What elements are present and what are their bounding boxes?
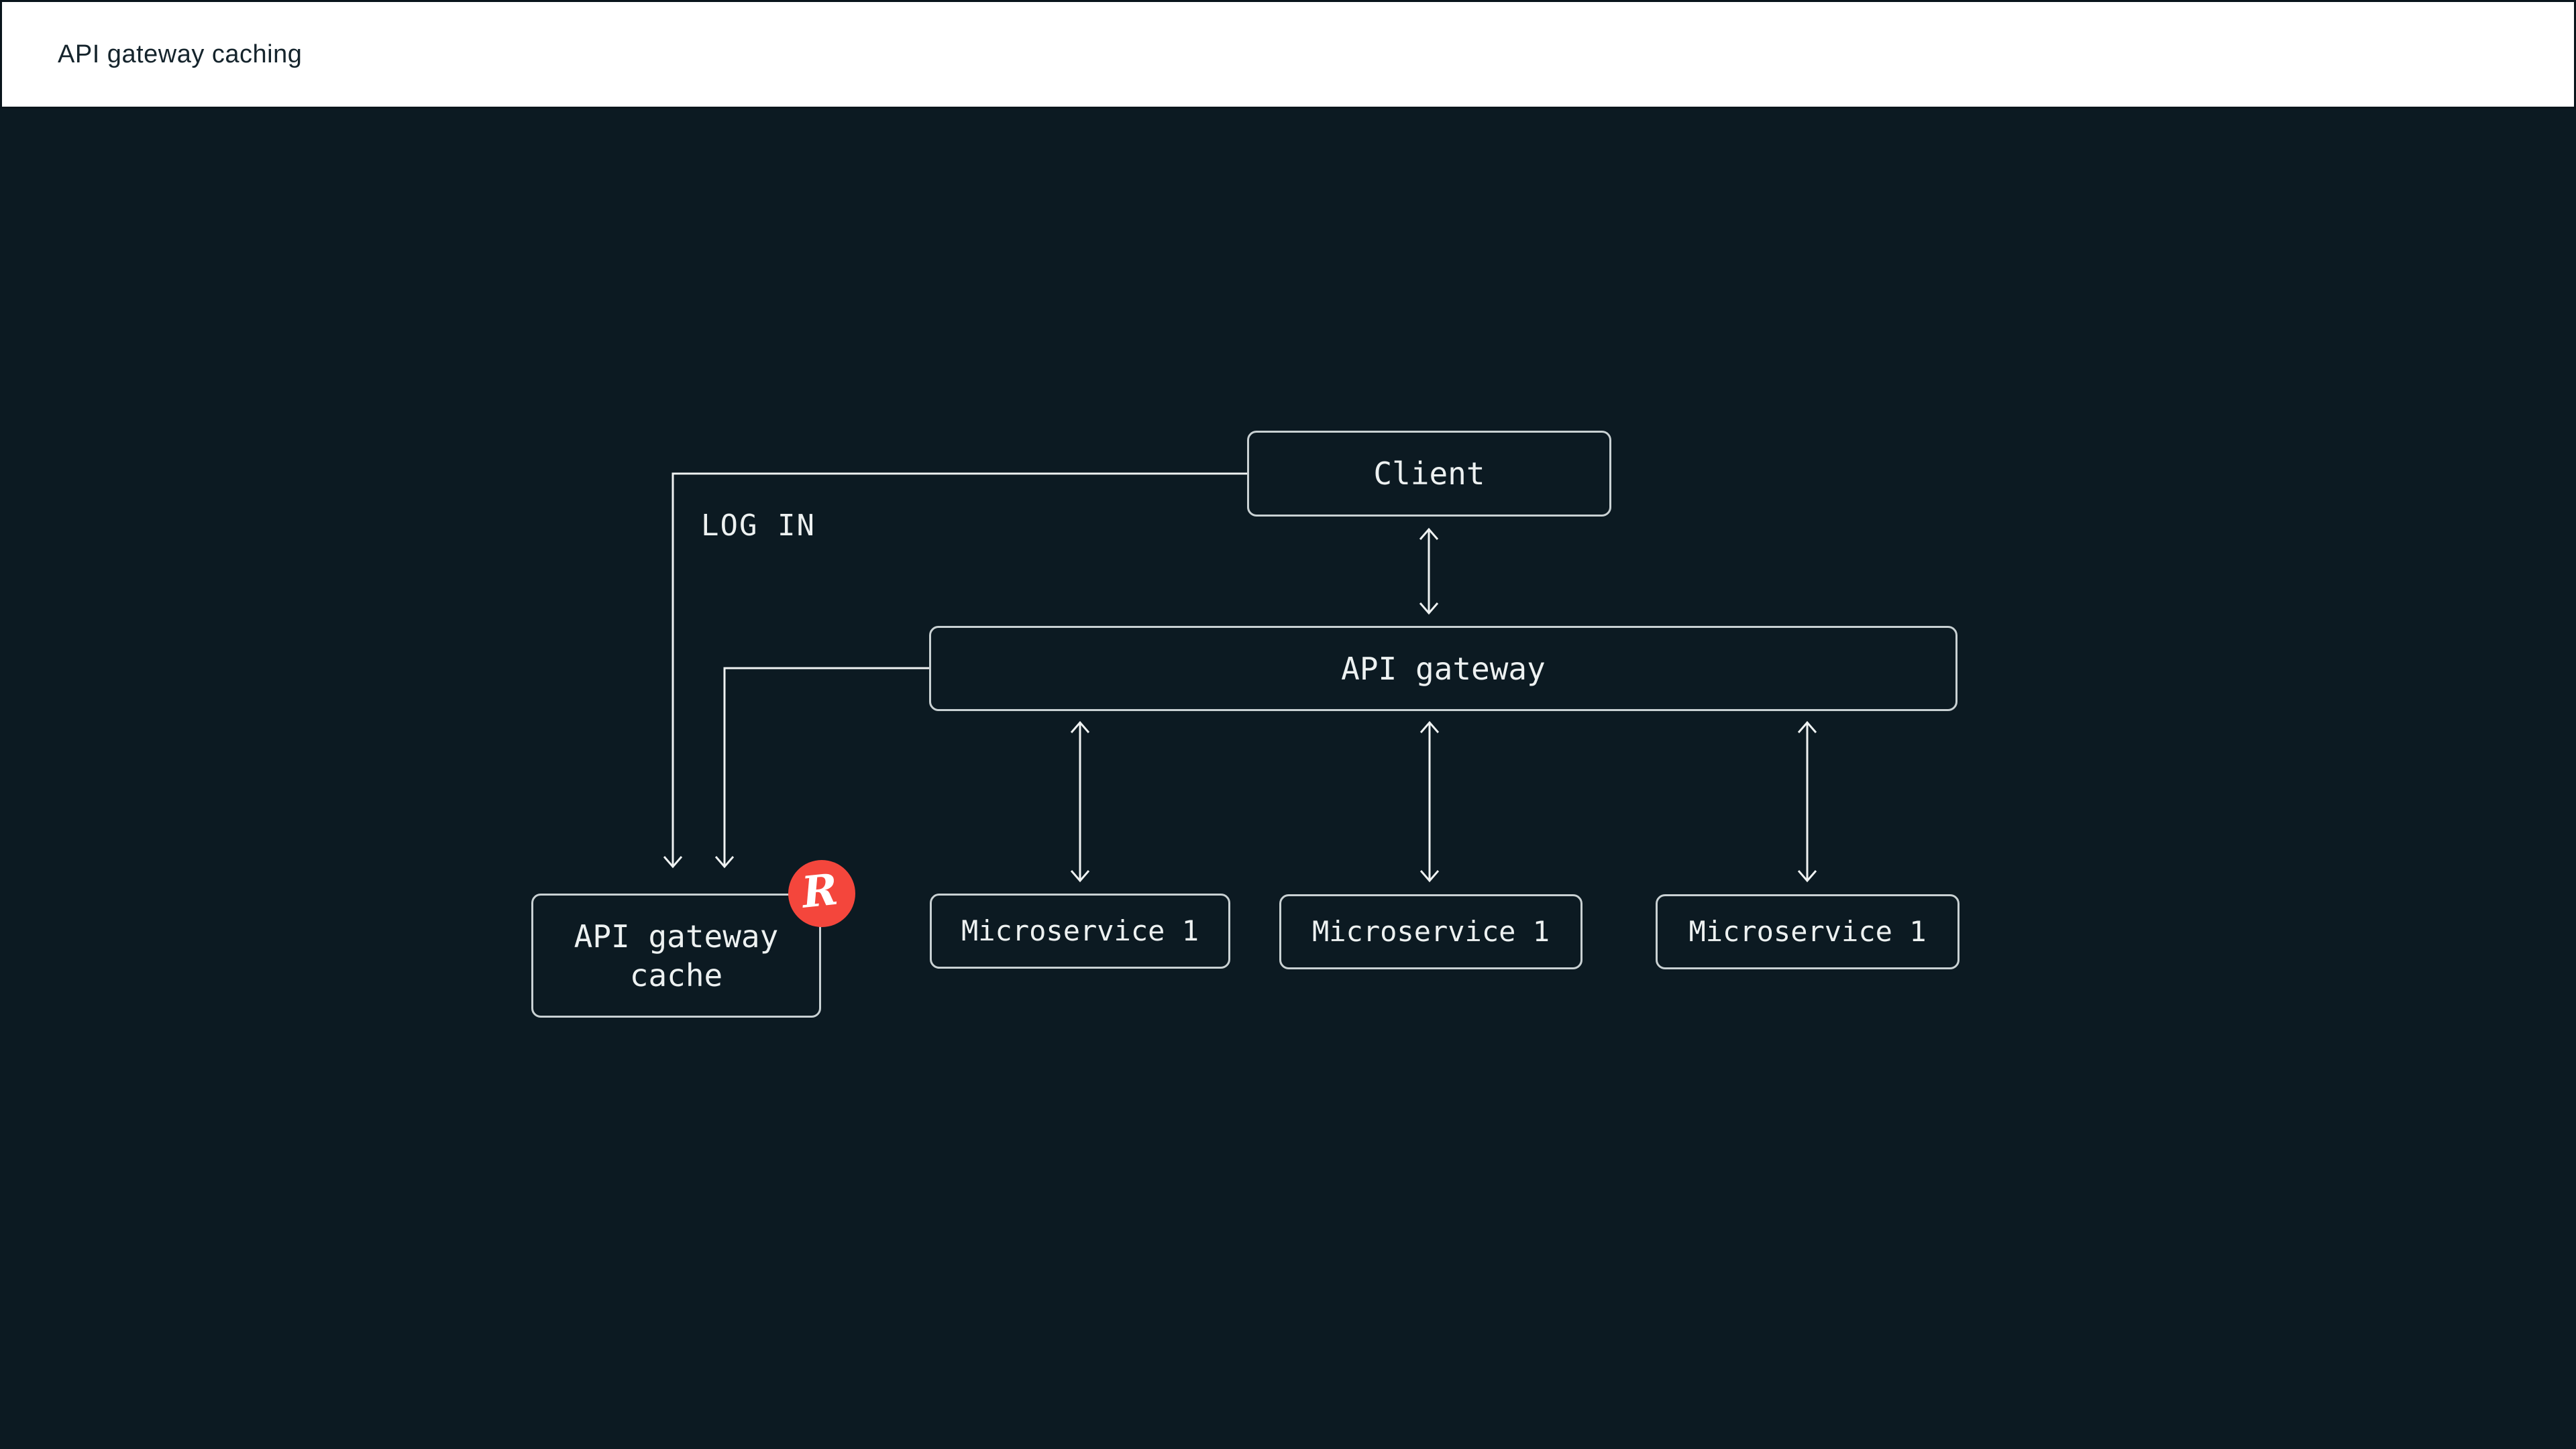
header-bar: API gateway caching [0, 0, 2576, 109]
node-api-gateway-cache[interactable]: API gateway cache [531, 894, 821, 1018]
node-microservice-1[interactable]: Microservice 1 [930, 894, 1230, 969]
edge-gateway-ms3 [1797, 720, 1817, 883]
node-microservice-3-label: Microservice 1 [1688, 915, 1927, 948]
node-api-gateway-label: API gateway [1341, 650, 1546, 687]
edge-gateway-cache [714, 667, 929, 869]
page-title: API gateway caching [58, 40, 303, 68]
edge-login-client-cache [663, 472, 1247, 869]
edge-client-gateway [1419, 527, 1439, 615]
edge-label-log-in: LOG IN [701, 508, 816, 543]
r-logo-badge: R [788, 860, 855, 927]
node-api-gateway-cache-label: API gateway cache [574, 918, 779, 994]
node-microservice-1-label: Microservice 1 [961, 914, 1199, 947]
edge-gateway-ms1 [1070, 720, 1090, 883]
edge-gateway-ms2 [1419, 720, 1440, 883]
node-api-gateway[interactable]: API gateway [929, 626, 1957, 711]
node-client-label: Client [1373, 455, 1485, 492]
node-microservice-2-label: Microservice 1 [1311, 915, 1550, 948]
node-client[interactable]: Client [1247, 431, 1611, 517]
node-microservice-3[interactable]: Microservice 1 [1656, 894, 1960, 969]
r-logo-icon: R [800, 864, 841, 918]
node-microservice-2[interactable]: Microservice 1 [1279, 894, 1582, 969]
